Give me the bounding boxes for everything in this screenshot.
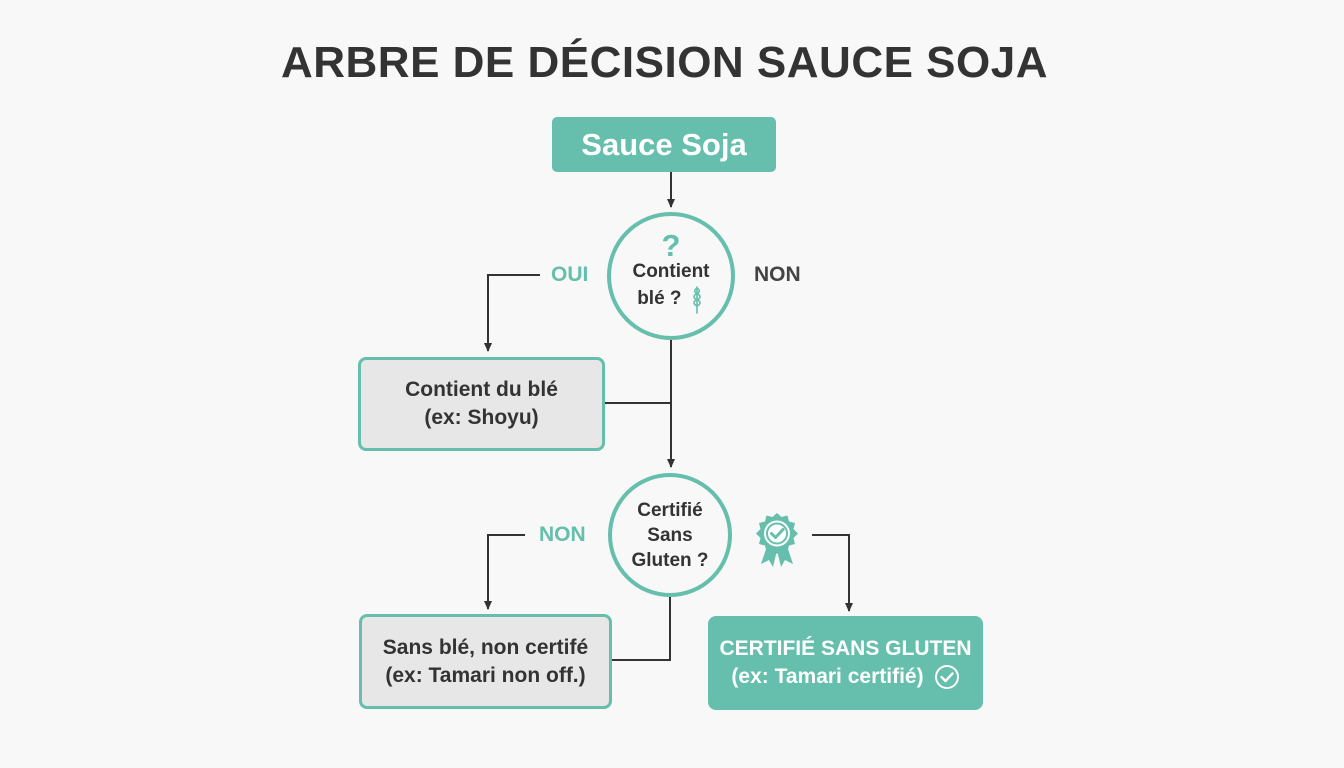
root-label: Sauce Soja xyxy=(581,126,747,162)
diagram-title: ARBRE DE DÉCISION SAUCE SOJA xyxy=(280,38,1048,87)
result-wheat-line2: (ex: Shoyu) xyxy=(424,406,539,429)
result-not-certified-line1: Sans blé, non certifé xyxy=(382,635,589,659)
decision1-line2: blé ? xyxy=(637,288,682,310)
decision-contains-wheat: ? Contient blé ? xyxy=(607,212,735,340)
result-wheat-line1: Contient du blé xyxy=(405,378,558,401)
decision1-no-label: NON xyxy=(754,263,801,286)
decision2-line1: Certifié Sans xyxy=(637,499,703,546)
decision1-yes-label: OUI xyxy=(551,263,589,286)
arrow-yes-to-certified xyxy=(812,534,853,612)
decision1-line1: Contient xyxy=(632,261,710,282)
decision-certified-gluten-free: Certifié Sans Gluten ? xyxy=(608,473,732,597)
arrow-no-to-not-certified xyxy=(484,534,525,610)
result-contains-wheat: Contient du blé (ex: Shoyu) xyxy=(358,357,605,451)
decision2-no-label: NON xyxy=(539,523,586,546)
root-node: Sauce Soja xyxy=(552,117,776,172)
result-certified-line1: CERTIFIÉ SANS GLUTEN xyxy=(719,637,972,660)
decision2-line2: Gluten ? xyxy=(631,549,709,571)
question-mark-icon: ? xyxy=(661,228,681,263)
result-not-certified-line2: (ex: Tamari non off.) xyxy=(385,663,586,687)
result-not-certified: Sans blé, non certifé (ex: Tamari non of… xyxy=(359,614,612,709)
certified-badge-icon xyxy=(756,513,798,567)
result-certified: CERTIFIÉ SANS GLUTEN (ex: Tamari certifi… xyxy=(708,616,983,710)
arrow-yes-to-wheat xyxy=(484,274,540,352)
wheat-icon xyxy=(693,286,701,314)
result-certified-line2: (ex: Tamari certifié) xyxy=(731,665,924,688)
check-circle-icon xyxy=(934,665,959,689)
line-decision2-to-not-certified xyxy=(612,597,671,661)
